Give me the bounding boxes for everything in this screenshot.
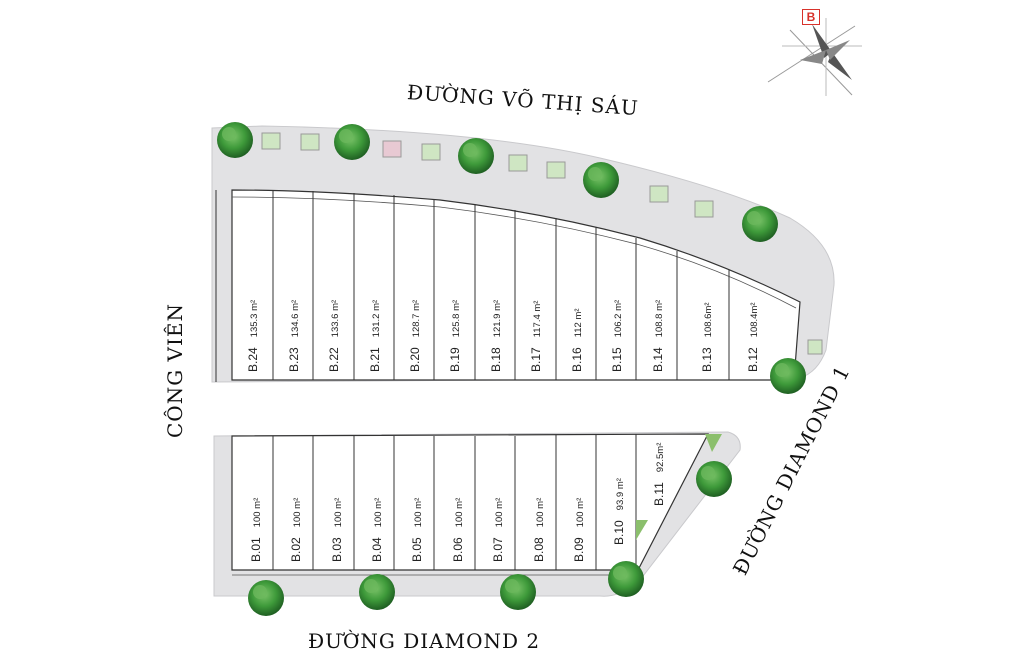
street-label-diamond-2: ĐƯỜNG DIAMOND 2 [308, 629, 541, 653]
tree-icon [248, 580, 284, 616]
lot-id: B.21 [368, 347, 382, 372]
upper-curb-line [231, 196, 797, 309]
lot-id: B.22 [327, 347, 341, 372]
lot-area: 134.6 m² [290, 299, 301, 338]
lot-B05[interactable]: B.05 100 m² [408, 498, 426, 562]
lot-id: B.05 [410, 537, 424, 562]
lot-area: 125.8 m² [451, 299, 462, 338]
lot-area: 133.6 m² [330, 299, 341, 338]
tree-icon [500, 574, 536, 610]
lot-B19[interactable]: B.19 125.8 m² [446, 300, 464, 372]
lot-area: 108.4m² [749, 302, 760, 338]
lower-lot-dividers [272, 434, 637, 570]
lot-id: B.16 [570, 347, 584, 372]
tree-icon [217, 122, 253, 158]
lot-B21[interactable]: B.21 131.2 m² [366, 300, 384, 372]
upper-lots-block [231, 189, 801, 381]
tree-icon [359, 574, 395, 610]
tree-icon [696, 461, 732, 497]
lot-area: 100 m² [292, 497, 303, 528]
lot-area: 108.6m² [703, 302, 714, 338]
lot-B14[interactable]: B.14 108.8 m² [649, 300, 667, 372]
lot-area: 108.8 m² [654, 299, 665, 338]
lot-id: B.24 [246, 347, 260, 372]
corner-planter [705, 434, 722, 452]
lot-area: 100 m² [454, 497, 465, 528]
lot-B24[interactable]: B.24 135.3 m² [244, 300, 262, 372]
lot-id: B.14 [651, 347, 665, 372]
lot-id: B.15 [610, 347, 624, 372]
lot-area: 131.2 m² [371, 299, 382, 338]
lot-area: 117.4 m² [532, 300, 543, 338]
lot-B22[interactable]: B.22 133.6 m² [325, 300, 343, 372]
lot-B17[interactable]: B.17 117.4 m² [527, 301, 545, 372]
lot-id: B.10 [612, 520, 626, 545]
lot-id: B.23 [287, 347, 301, 372]
lot-area: 100 m² [575, 497, 586, 528]
corner-planter-2 [636, 520, 648, 540]
upper-lot-dividers [272, 190, 730, 380]
tree-icon [608, 561, 644, 597]
lot-B09[interactable]: B.09 100 m² [570, 498, 588, 562]
tree-icon [770, 358, 806, 394]
park-label-cong-vien: CÔNG VIÊN [163, 303, 187, 438]
lot-id: B.12 [746, 347, 760, 372]
lot-B02[interactable]: B.02 100 m² [287, 498, 305, 562]
compass-rose-icon [767, 18, 862, 96]
lot-area: 100 m² [252, 497, 263, 528]
lot-id: B.13 [700, 347, 714, 372]
tree-icon [334, 124, 370, 160]
lot-B01[interactable]: B.01 100 m² [247, 498, 265, 562]
lot-id: B.02 [289, 537, 303, 562]
lot-B03[interactable]: B.03 100 m² [328, 498, 346, 562]
lot-area: 100 m² [413, 497, 424, 528]
tree-icon [742, 206, 778, 242]
tree-icon [458, 138, 494, 174]
lot-id: B.08 [532, 537, 546, 562]
lot-id: B.06 [451, 537, 465, 562]
lot-B18[interactable]: B.18 121.9 m² [487, 300, 505, 372]
lot-id: B.04 [370, 537, 384, 562]
lot-B07[interactable]: B.07 100 m² [489, 498, 507, 562]
lot-area: 100 m² [333, 497, 344, 528]
planter-boxes [261, 132, 823, 355]
lot-B12[interactable]: B.12 108.4m² [744, 302, 762, 372]
compass-north-label: B [802, 9, 820, 25]
lot-id: B.03 [330, 537, 344, 562]
trees [217, 122, 806, 616]
lot-area: 100 m² [494, 497, 505, 528]
lot-B16[interactable]: B.16 112 m² [568, 308, 586, 372]
lot-B06[interactable]: B.06 100 m² [449, 498, 467, 562]
lot-id: B.07 [491, 537, 505, 562]
lot-B13[interactable]: B.13 108.6m² [698, 302, 716, 372]
lot-id: B.17 [529, 347, 543, 372]
lot-id: B.09 [572, 537, 586, 562]
lot-id: B.01 [249, 537, 263, 562]
lot-B23[interactable]: B.23 134.6 m² [285, 300, 303, 372]
lot-area: 128.7 m² [411, 299, 422, 338]
lot-B11[interactable]: B.11 92.5m² [650, 443, 668, 506]
lot-id: B.11 [652, 482, 666, 506]
lot-B08[interactable]: B.08 100 m² [530, 498, 548, 562]
lot-area: 100 m² [535, 497, 546, 528]
lot-B20[interactable]: B.20 128.7 m² [406, 300, 424, 372]
tree-icon [583, 162, 619, 198]
lot-B10[interactable]: B.10 93.9 m² [610, 478, 628, 545]
lot-id: B.18 [489, 347, 503, 372]
lot-id: B.19 [448, 347, 462, 372]
lot-area: 93.9 m² [615, 478, 626, 511]
lot-area: 106.2 m² [613, 299, 624, 338]
lot-B15[interactable]: B.15 106.2 m² [608, 300, 626, 372]
lot-area: 100 m² [373, 497, 384, 528]
lot-area: 92.5m² [655, 442, 666, 473]
lot-area: 135.3 m² [249, 299, 260, 338]
lot-area: 121.9 m² [492, 299, 503, 338]
lot-area: 112 m² [573, 308, 584, 338]
lot-B04[interactable]: B.04 100 m² [368, 498, 386, 562]
lot-id: B.20 [408, 347, 422, 372]
